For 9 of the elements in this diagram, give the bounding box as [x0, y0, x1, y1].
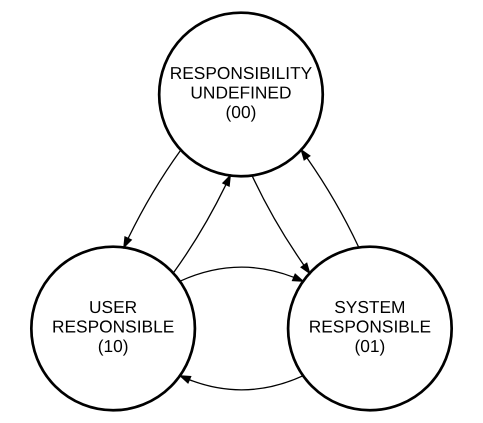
node-circle: USER RESPONSIBLE (10) — [30, 245, 196, 412]
arrow — [123, 150, 182, 249]
arrow — [172, 174, 232, 274]
arrow — [252, 175, 311, 275]
node-circle: SYSTEM RESPONSIBLE (01) — [286, 245, 454, 412]
arrow — [178, 375, 304, 390]
arrow — [180, 266, 305, 282]
node-circle: RESPONSIBILITY UNDEFINED (00) — [158, 11, 324, 178]
arrow — [300, 148, 360, 248]
